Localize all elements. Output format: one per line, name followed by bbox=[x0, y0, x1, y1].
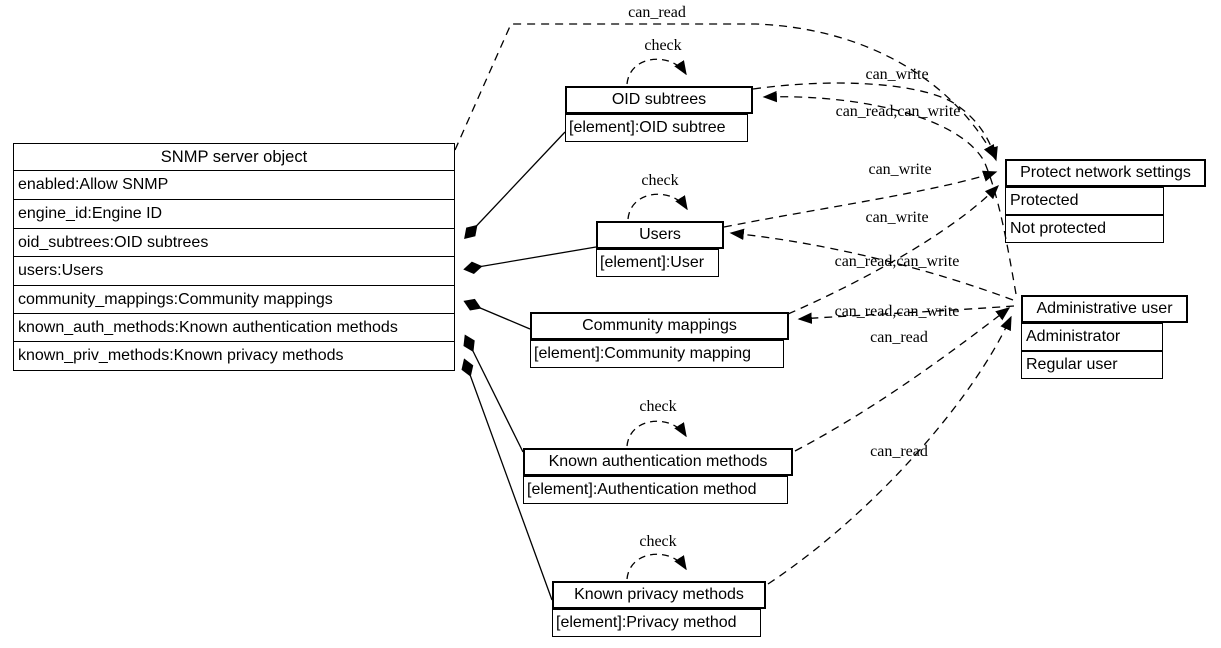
attr-engine-id: engine_id:Engine ID bbox=[14, 199, 454, 228]
edge-check-oid bbox=[626, 58, 687, 85]
value-regular-user: Regular user bbox=[1021, 351, 1163, 379]
edge-community-can-write bbox=[787, 184, 999, 315]
value-protected: Protected bbox=[1005, 187, 1164, 215]
edge-label-can-read-top: can_read bbox=[628, 4, 686, 21]
node-users-element: [element]:User bbox=[596, 249, 719, 277]
edge-label-can-write-oid: can_write bbox=[865, 66, 929, 83]
edge-label-can-read-write-community: can_read,can_write bbox=[834, 303, 960, 320]
edge-label-can-read-priv: can_read bbox=[870, 443, 928, 460]
value-administrator: Administrator bbox=[1021, 323, 1163, 351]
edge-check-users bbox=[627, 193, 688, 220]
node-known-auth-methods-title: Known authentication methods bbox=[523, 448, 793, 476]
edge-label-check-priv: check bbox=[639, 533, 677, 550]
node-known-auth-methods: Known authentication methods [element]:A… bbox=[523, 448, 793, 504]
edge-snmp-community bbox=[463, 298, 531, 330]
node-snmp-server-object-title: SNMP server object bbox=[13, 143, 455, 171]
edge-label-can-read-auth: can_read bbox=[870, 329, 928, 346]
node-oid-subtrees-title: OID subtrees bbox=[565, 86, 753, 114]
edge-label-check-oid: check bbox=[644, 37, 682, 54]
node-protect-network-settings: Protect network settings Protected Not p… bbox=[1005, 159, 1206, 243]
edge-oid-can-write bbox=[752, 82, 998, 162]
node-users: Users [element]:User bbox=[596, 221, 724, 277]
edge-label-check-auth: check bbox=[639, 398, 677, 415]
node-oid-subtrees: OID subtrees [element]:OID subtree bbox=[565, 86, 753, 142]
node-administrative-user-title: Administrative user bbox=[1021, 295, 1188, 323]
node-protect-network-settings-title: Protect network settings bbox=[1005, 159, 1206, 187]
node-known-auth-methods-element: [element]:Authentication method bbox=[523, 476, 788, 504]
node-known-priv-methods: Known privacy methods [element]:Privacy … bbox=[552, 581, 766, 637]
edge-label-check-users: check bbox=[641, 172, 679, 189]
node-oid-subtrees-element: [element]:OID subtree bbox=[565, 114, 748, 142]
node-known-priv-methods-element: [element]:Privacy method bbox=[552, 609, 761, 637]
attr-known-auth-methods: known_auth_methods:Known authentication … bbox=[14, 312, 454, 342]
node-snmp-server-object-rows: enabled:Allow SNMP engine_id:Engine ID o… bbox=[13, 171, 455, 371]
attr-community-mappings: community_mappings:Community mappings bbox=[14, 284, 454, 313]
edge-label-can-read-write-users: can_read,can_write bbox=[834, 253, 960, 270]
attr-oid-subtrees: oid_subtrees:OID subtrees bbox=[14, 227, 454, 257]
edge-snmp-users bbox=[463, 246, 597, 275]
node-community-mappings-title: Community mappings bbox=[530, 312, 789, 340]
node-community-mappings: Community mappings [element]:Community m… bbox=[530, 312, 789, 368]
edge-label-can-write-users: can_write bbox=[868, 161, 932, 178]
node-administrative-user: Administrative user Administrator Regula… bbox=[1021, 295, 1188, 379]
edge-check-auth bbox=[626, 420, 687, 447]
node-users-title: Users bbox=[596, 221, 724, 249]
edge-check-priv bbox=[626, 553, 687, 580]
node-community-mappings-element: [element]:Community mapping bbox=[530, 340, 784, 368]
node-snmp-server-object: SNMP server object enabled:Allow SNMP en… bbox=[13, 143, 455, 371]
edge-label-can-read-write-oid: can_read,can_write bbox=[835, 103, 961, 120]
edge-snmp-oid-subtrees bbox=[464, 131, 566, 240]
value-not-protected: Not protected bbox=[1005, 215, 1164, 243]
attr-users: users:Users bbox=[14, 256, 454, 285]
node-known-priv-methods-title: Known privacy methods bbox=[552, 581, 766, 609]
edge-users-can-write bbox=[723, 170, 998, 228]
edge-snmp-known-auth bbox=[463, 334, 524, 453]
edge-label-can-write-community: can_write bbox=[865, 209, 929, 226]
attr-enabled: enabled:Allow SNMP bbox=[14, 171, 454, 200]
attr-known-priv-methods: known_priv_methods:Known privacy methods bbox=[14, 341, 454, 370]
